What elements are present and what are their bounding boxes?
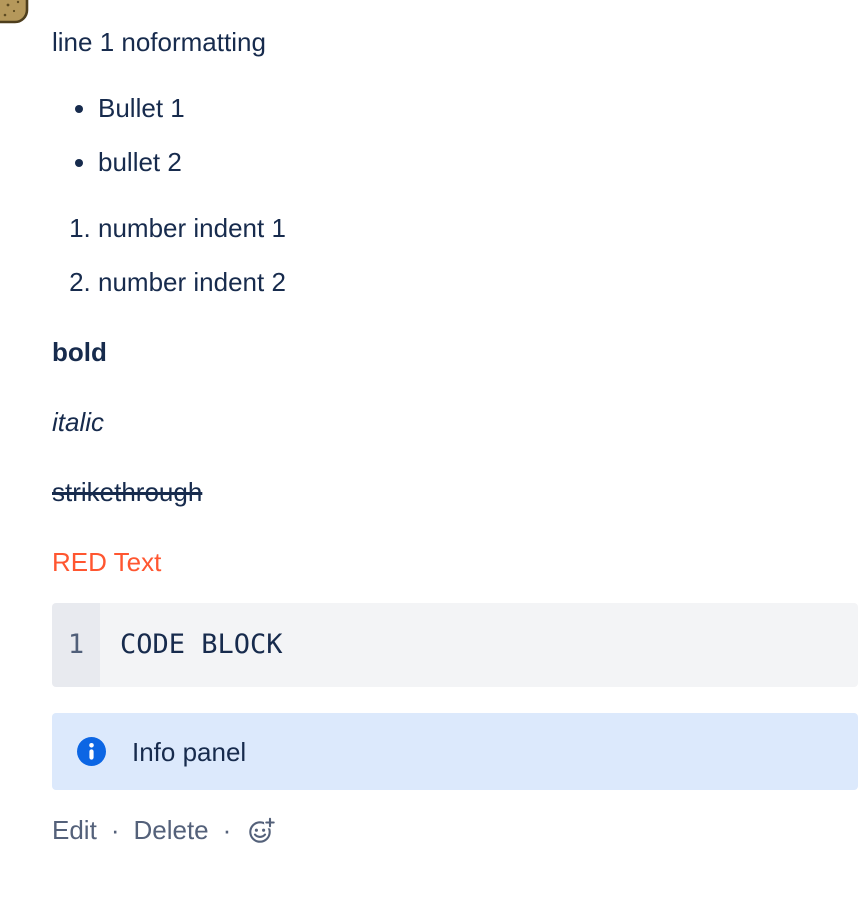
action-separator: ·	[110, 815, 120, 845]
code-block: 1 CODE BLOCK	[52, 603, 858, 687]
paragraph-red-text: RED Text	[52, 547, 162, 577]
info-icon	[77, 737, 106, 766]
potato-avatar-icon	[0, 0, 29, 24]
bullet-list: Bullet 1 bullet 2	[52, 92, 858, 178]
paragraph-plain: line 1 noformatting	[52, 27, 266, 57]
paragraph-italic: italic	[52, 407, 105, 437]
numbered-list: number indent 1 number indent 2	[52, 212, 858, 298]
paragraph-bold: bold	[52, 337, 107, 367]
bullet-list-item: bullet 2	[98, 146, 858, 178]
comment-actions: Edit · Delete ·	[52, 814, 858, 846]
info-panel: Info panel	[52, 713, 858, 790]
code-content: CODE BLOCK	[100, 603, 858, 687]
numbered-list-item: number indent 1	[98, 212, 858, 244]
numbered-list-item: number indent 2	[98, 266, 858, 298]
add-reaction-icon	[249, 816, 277, 843]
info-panel-text: Info panel	[132, 736, 247, 767]
action-separator: ·	[222, 815, 232, 845]
comment-body: line 1 noformatting Bullet 1 bullet 2 nu…	[0, 0, 858, 846]
delete-button[interactable]: Delete	[133, 815, 209, 845]
code-line-number: 1	[52, 603, 100, 687]
add-reaction-button[interactable]	[247, 816, 277, 845]
user-avatar[interactable]	[0, 0, 40, 32]
edit-button[interactable]: Edit	[52, 815, 97, 845]
bullet-list-item: Bullet 1	[98, 92, 858, 124]
paragraph-strikethrough: strikethrough	[52, 477, 203, 507]
